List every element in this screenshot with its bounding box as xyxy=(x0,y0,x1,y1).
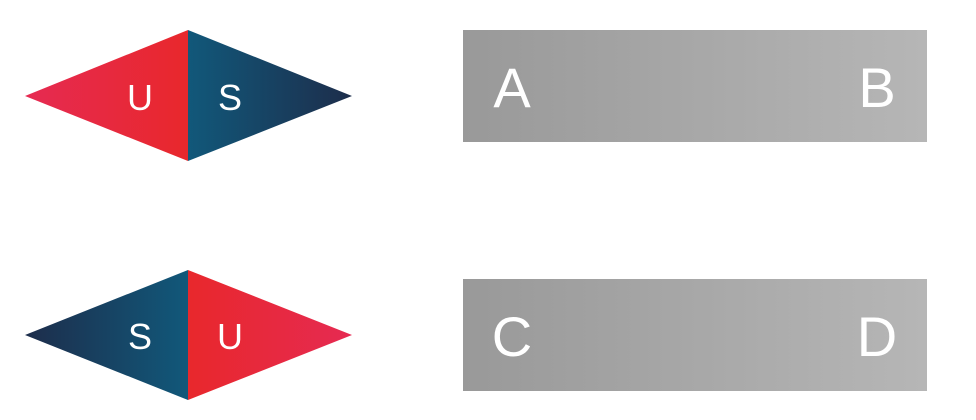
magnet-1-left-label: U xyxy=(127,77,153,118)
bar-2: C D xyxy=(463,279,927,391)
magnet-2-right-half xyxy=(188,270,352,400)
bar-1: A B xyxy=(463,30,927,142)
bar-1-right-label: B xyxy=(858,56,895,119)
magnet-2: S U xyxy=(25,270,352,400)
magnet-1-right-half xyxy=(188,30,352,161)
magnet-1-right-label: S xyxy=(218,77,242,118)
magnet-1: U S xyxy=(25,30,352,161)
magnet-2-right-label: U xyxy=(217,316,243,357)
bar-1-body xyxy=(463,30,927,142)
bar-2-right-label: D xyxy=(857,305,897,368)
magnet-2-left-label: S xyxy=(128,316,152,357)
magnet-2-left-half xyxy=(25,270,188,400)
bar-2-left-label: C xyxy=(492,305,532,368)
bar-2-body xyxy=(463,279,927,391)
bar-1-left-label: A xyxy=(493,56,531,119)
magnet-1-left-half xyxy=(25,30,188,161)
